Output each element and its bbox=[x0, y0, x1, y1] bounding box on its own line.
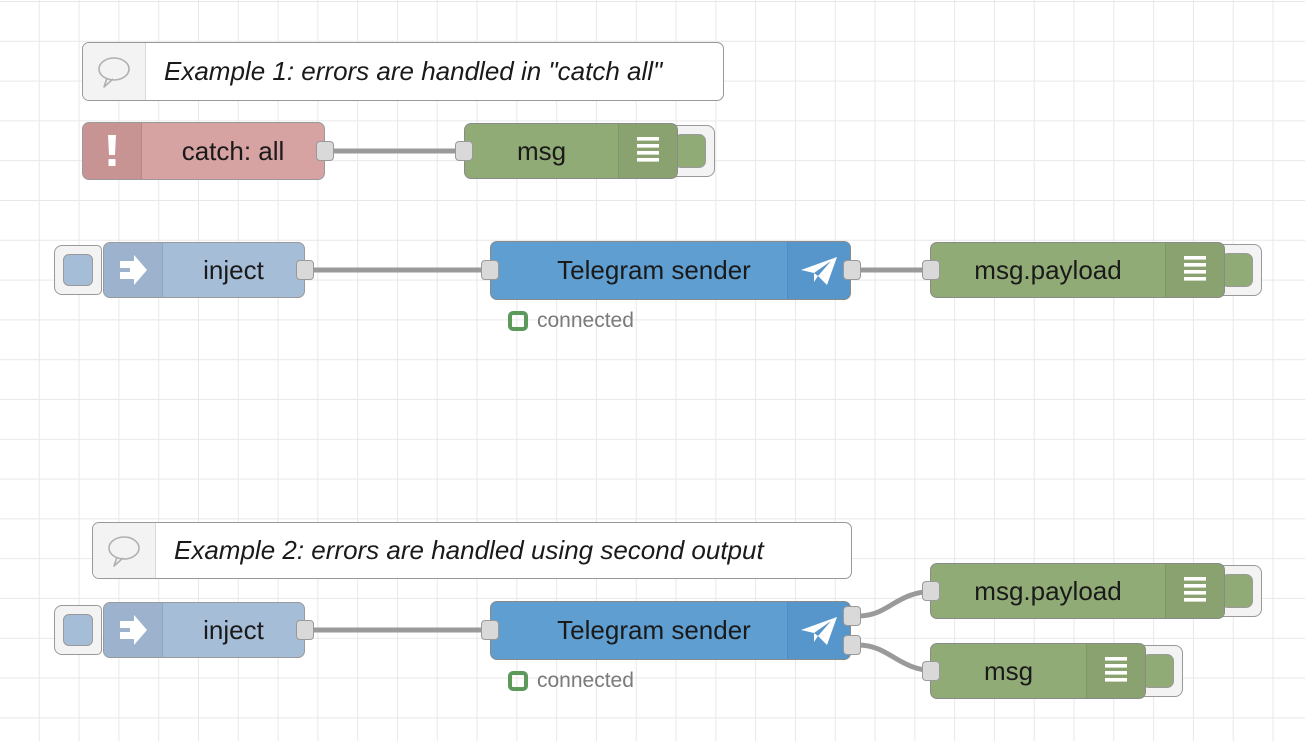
status-text: connected bbox=[537, 669, 634, 692]
debug-lines-icon bbox=[1086, 644, 1145, 698]
telegram-node-1-status: connected bbox=[508, 309, 634, 333]
debug-node-msg-2[interactable]: msg bbox=[930, 643, 1146, 699]
debug-toggle-knob bbox=[1221, 253, 1253, 287]
debug-node-payload-2[interactable]: msg.payload bbox=[930, 563, 1225, 619]
debug-node-msg-2-input-port[interactable] bbox=[922, 661, 940, 681]
comment-node-example-2[interactable]: Example 2: errors are handled using seco… bbox=[92, 522, 852, 579]
debug-node-payload-1[interactable]: msg.payload bbox=[930, 242, 1225, 298]
inject-node-label: inject bbox=[203, 254, 264, 285]
comment-bubble-icon bbox=[93, 523, 156, 578]
debug-lines-icon bbox=[1165, 564, 1224, 618]
debug-node-label: msg bbox=[983, 655, 1034, 686]
telegram-node-2-status: connected bbox=[508, 669, 634, 693]
debug-node-msg-1[interactable]: msg bbox=[464, 123, 678, 179]
inject-trigger-knob bbox=[63, 254, 93, 286]
telegram-node-2-input-port[interactable] bbox=[481, 620, 499, 640]
telegram-node-2[interactable]: Telegram sender bbox=[490, 601, 851, 660]
exclamation-icon bbox=[83, 123, 142, 179]
status-text: connected bbox=[537, 309, 634, 332]
telegram-node-1[interactable]: Telegram sender bbox=[490, 241, 851, 300]
catch-node-label: catch: all bbox=[181, 135, 285, 166]
inject-node-1[interactable]: inject bbox=[103, 242, 305, 298]
status-indicator-icon bbox=[508, 311, 528, 331]
telegram-node-label: Telegram sender bbox=[557, 255, 751, 285]
debug-toggle-knob bbox=[1221, 574, 1253, 608]
inject-node-2[interactable]: inject bbox=[103, 602, 305, 658]
debug-toggle-knob bbox=[674, 134, 706, 168]
debug-node-label: msg.payload bbox=[974, 575, 1122, 606]
inject-node-1-output-port[interactable] bbox=[296, 260, 314, 280]
debug-node-label: msg bbox=[516, 135, 567, 166]
debug-lines-icon bbox=[1165, 243, 1224, 297]
inject-1-trigger-button[interactable] bbox=[54, 245, 102, 295]
telegram-plane-icon bbox=[787, 602, 850, 659]
catch-node-output-port[interactable] bbox=[316, 141, 334, 161]
catch-node[interactable]: catch: all bbox=[82, 122, 325, 180]
inject-arrow-icon bbox=[104, 603, 163, 657]
telegram-node-1-output-port[interactable] bbox=[843, 260, 861, 280]
debug-node-payload-1-input-port[interactable] bbox=[922, 260, 940, 280]
telegram-plane-icon bbox=[787, 242, 850, 299]
telegram-node-2-output-port-2[interactable] bbox=[843, 635, 861, 655]
telegram-node-1-input-port[interactable] bbox=[481, 260, 499, 280]
debug-lines-icon bbox=[618, 124, 677, 178]
debug-toggle-knob bbox=[1142, 654, 1174, 688]
comment-text: Example 2: errors are handled using seco… bbox=[174, 535, 764, 565]
telegram-node-2-output-port-1[interactable] bbox=[843, 606, 861, 626]
debug-node-label: msg.payload bbox=[974, 254, 1122, 285]
status-indicator-icon bbox=[508, 671, 528, 691]
debug-node-msg-1-input-port[interactable] bbox=[455, 141, 473, 161]
inject-arrow-icon bbox=[104, 243, 163, 297]
comment-bubble-icon bbox=[83, 43, 146, 100]
inject-trigger-knob bbox=[63, 614, 93, 646]
telegram-node-label: Telegram sender bbox=[557, 615, 751, 645]
comment-text: Example 1: errors are handled in "catch … bbox=[164, 56, 663, 86]
inject-node-label: inject bbox=[203, 614, 264, 645]
inject-2-trigger-button[interactable] bbox=[54, 605, 102, 655]
inject-node-2-output-port[interactable] bbox=[296, 620, 314, 640]
debug-node-payload-2-input-port[interactable] bbox=[922, 581, 940, 601]
comment-node-example-1[interactable]: Example 1: errors are handled in "catch … bbox=[82, 42, 724, 101]
